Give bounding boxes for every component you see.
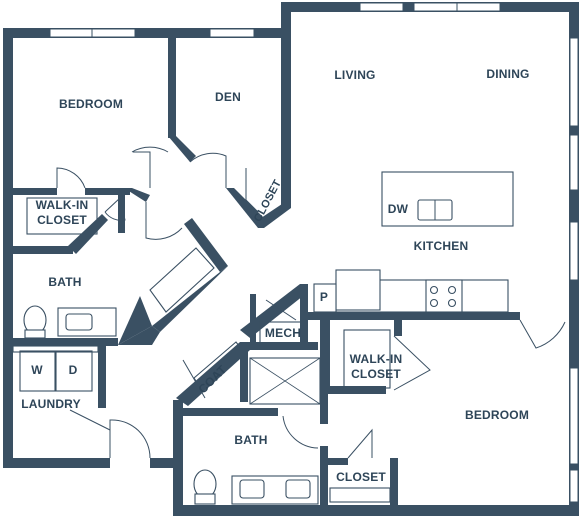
- label-bath-2: BATH: [234, 433, 267, 447]
- label-bedroom-2: BEDROOM: [465, 408, 529, 422]
- label-pantry: P: [320, 290, 328, 304]
- label-bedroom-1: BEDROOM: [59, 97, 123, 111]
- windows: [49, 2, 579, 503]
- label-mech: MECH: [265, 326, 301, 340]
- label-walkin-closet-2-line2: CLOSET: [351, 367, 401, 381]
- label-walkin-closet-2-line1: WALK-IN: [350, 352, 403, 366]
- label-washer: W: [31, 363, 43, 377]
- label-laundry: LAUNDRY: [21, 397, 81, 411]
- label-walkin-closet-1-line1: WALK-IN: [36, 198, 89, 212]
- label-living: LIVING: [334, 68, 375, 82]
- label-bath-1: BATH: [48, 275, 81, 289]
- label-dining: DINING: [486, 67, 529, 81]
- label-dryer: D: [69, 363, 78, 377]
- label-kitchen: KITCHEN: [414, 239, 469, 253]
- label-closet-2: CLOSET: [336, 470, 386, 484]
- doors: [56, 146, 566, 459]
- fixtures: [12, 171, 514, 505]
- label-dishwasher: DW: [388, 202, 409, 216]
- label-walkin-closet-1-line2: CLOSET: [37, 213, 87, 227]
- room-labels: BEDROOM DEN LIVING DINING WALK-IN CLOSET…: [21, 67, 529, 484]
- label-den: DEN: [215, 90, 241, 104]
